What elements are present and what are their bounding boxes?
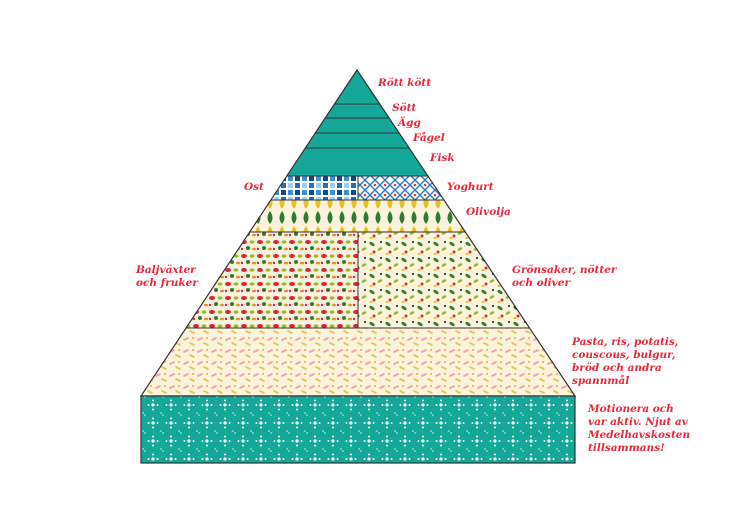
band-yoghurt	[358, 176, 575, 200]
band-cheese	[141, 176, 358, 200]
label-olive-oil: Olivolja	[466, 206, 511, 218]
label-grains: Pasta, ris, potatis, couscous, bulgur, b…	[572, 336, 679, 387]
label-cheese: Ost	[244, 181, 264, 193]
label-eggs: Ägg	[398, 117, 421, 129]
label-red-meat: Rött kött	[378, 77, 432, 89]
label-legumes-fruit: Baljväxter och fruker	[136, 264, 198, 289]
label-sweets: Sött	[392, 102, 417, 114]
label-fish: Fisk	[430, 152, 455, 164]
label-yoghurt: Yoghurt	[447, 181, 494, 193]
label-poultry: Fågel	[413, 132, 445, 144]
label-activity: Motionera och var aktiv. Njut av Medelha…	[588, 403, 691, 454]
band-olive-oil	[141, 200, 575, 232]
band-grains	[141, 328, 575, 396]
label-vegetables-nuts: Grönsaker, nötter och oliver	[512, 264, 617, 289]
base-activity-band	[140, 395, 576, 464]
